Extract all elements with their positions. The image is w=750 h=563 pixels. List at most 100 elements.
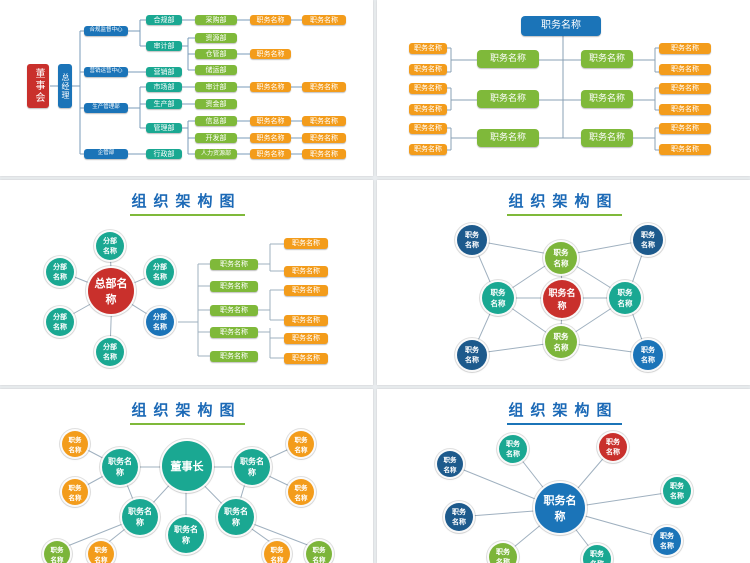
node-circle-br: 职务名称 [633, 340, 663, 370]
node-circle-7: 职务名称 [489, 543, 517, 563]
node-circle-1: 职务名称 [437, 451, 463, 477]
node-circle-tl: 职务名称 [457, 225, 487, 255]
leaf-box-r2: 职务名称 [659, 64, 711, 75]
leaf-box-r3: 职务名称 [659, 83, 711, 94]
panel-org-chart-5: 组织架构图 董事长 职务名称 职务名称 职务名称 职务名称 职务名称 职务名称 … [0, 389, 373, 563]
sub-box-9: 人力资源部 [195, 149, 237, 159]
node-circle-5: 职务名称 [445, 503, 473, 531]
center-circle: 职务名称 [535, 483, 585, 533]
center-box-1: 合规监督中心 [84, 26, 128, 36]
branch-circle-1: 分部名称 [96, 232, 124, 260]
dept-box-2: 审计部 [146, 41, 182, 51]
post-box-7: 职务名称 [302, 15, 346, 25]
gm-box: 总经理 [58, 64, 72, 108]
branch-circle-5: 分部名称 [146, 308, 174, 336]
leaf-circle-8: 职务名称 [306, 541, 332, 563]
mid-box-4: 职务名称 [210, 327, 258, 338]
leaf-circle-2: 职务名称 [62, 479, 88, 505]
dept-box-7: 行政部 [146, 149, 182, 159]
panel-org-chart-6: 组织架构图 职务名称 职务名称 职务名称 职务名称 职务名称 职务名称 职务名称… [377, 389, 750, 563]
leaf-box-l6: 职务名称 [409, 144, 447, 155]
center-box-3: 生产管理部 [84, 103, 128, 113]
branch-circle-6: 分部名称 [96, 338, 124, 366]
mid-box-l3: 职务名称 [477, 129, 539, 147]
node-circle-bottom: 职务名称 [545, 326, 577, 358]
panel-org-chart-3: 组织架构图 总部名称 分部名称 分部名称 分部名称 分部名称 分部名称 分部名称… [0, 180, 373, 385]
node-circle-4: 职务名称 [663, 477, 691, 505]
node-circle-6: 职务名称 [653, 527, 681, 555]
panel-title: 组织架构图 [131, 192, 242, 210]
node-circle-tr: 职务名称 [633, 225, 663, 255]
post-box-8: 职务名称 [302, 82, 346, 92]
panel-org-chart-4: 组织架构图 职务名称 职务名称 职务名称 职务名称 职务名称 职务名称 职务名称… [377, 180, 750, 385]
mid-box-l2: 职务名称 [477, 90, 539, 108]
panel-title: 组织架构图 [508, 401, 619, 419]
leaf-box-6: 职务名称 [284, 353, 328, 364]
panel-org-chart-1: 董事会 总经理 合规监督中心 营销运营中心 生产管理部 企管部 合规部 审计部 … [0, 0, 373, 176]
panel-title: 组织架构图 [131, 401, 242, 419]
leaf-box-l2: 职务名称 [409, 64, 447, 75]
title-underline [507, 214, 622, 216]
panel-title: 组织架构图 [508, 192, 619, 210]
post-box-6: 职务名称 [250, 149, 291, 159]
node-circle-3: 职务名称 [599, 433, 627, 461]
connector-lines [448, 446, 680, 558]
leaf-box-r1: 职务名称 [659, 43, 711, 54]
panel-org-chart-2: 职务名称 职务名称 职务名称 职务名称 职务名称 职务名称 职务名称 职务名称 … [377, 0, 750, 176]
leaf-circle-4: 职务名称 [288, 479, 314, 505]
leaf-box-l4: 职务名称 [409, 104, 447, 115]
sub-box-5: 审计部 [195, 82, 237, 92]
sub-box-7: 信息部 [195, 116, 237, 126]
title-underline [130, 423, 245, 425]
mid-box-r3: 职务名称 [581, 129, 633, 147]
mid-box-l1: 职务名称 [477, 50, 539, 68]
leaf-circle-7: 职务名称 [264, 541, 290, 563]
node-circle-top: 职务名称 [545, 242, 577, 274]
chairman-box: 董事会 [27, 64, 49, 108]
title-underline [507, 423, 622, 425]
leaf-box-l5: 职务名称 [409, 123, 447, 134]
center-box-2: 营销运营中心 [84, 67, 128, 77]
post-box-5: 职务名称 [250, 133, 291, 143]
leaf-box-l1: 职务名称 [409, 43, 447, 54]
mid-box-2: 职务名称 [210, 281, 258, 292]
sub-box-1: 采购部 [195, 15, 237, 25]
leaf-circle-3: 职务名称 [288, 431, 314, 457]
title-underline [130, 214, 245, 216]
dept-box-4: 市场部 [146, 82, 182, 92]
post-box-4: 职务名称 [250, 116, 291, 126]
post-box-9: 职务名称 [302, 116, 346, 126]
top-position-box: 职务名称 [521, 16, 601, 36]
center-box-4: 企管部 [84, 149, 128, 159]
sub-box-2: 资源部 [195, 33, 237, 43]
node-circle-right: 职务名称 [609, 282, 641, 314]
mid-box-3: 职务名称 [210, 305, 258, 316]
post-box-11: 职务名称 [302, 149, 346, 159]
mid-box-5: 职务名称 [210, 351, 258, 362]
mid-box-1: 职务名称 [210, 259, 258, 270]
sub-box-8: 开发部 [195, 133, 237, 143]
connector-lines [61, 243, 284, 359]
post-box-3: 职务名称 [250, 82, 291, 92]
dept-box-6: 管理部 [146, 123, 182, 133]
post-box-2: 职务名称 [250, 49, 291, 59]
node-circle-2: 职务名称 [499, 435, 527, 463]
leaf-box-3: 职务名称 [284, 285, 328, 296]
center-circle: 职务名称 [543, 280, 581, 318]
node-circle-mid: 职务名称 [168, 517, 204, 553]
leaf-box-5: 职务名称 [284, 333, 328, 344]
leaf-box-4: 职务名称 [284, 315, 328, 326]
dept-box-1: 合规部 [146, 15, 182, 25]
leaf-box-2: 职务名称 [284, 266, 328, 277]
leaf-circle-6: 职务名称 [88, 541, 114, 563]
branch-circle-2: 分部名称 [46, 258, 74, 286]
leaf-box-l3: 职务名称 [409, 83, 447, 94]
leaf-box-r5: 职务名称 [659, 123, 711, 134]
hq-circle: 总部名称 [88, 268, 134, 314]
leaf-circle-1: 职务名称 [62, 431, 88, 457]
chairman-circle: 董事长 [162, 441, 212, 491]
leaf-box-r4: 职务名称 [659, 104, 711, 115]
mid-box-r1: 职务名称 [581, 50, 633, 68]
post-box-1: 职务名称 [250, 15, 291, 25]
node-circle-r: 职务名称 [234, 449, 270, 485]
